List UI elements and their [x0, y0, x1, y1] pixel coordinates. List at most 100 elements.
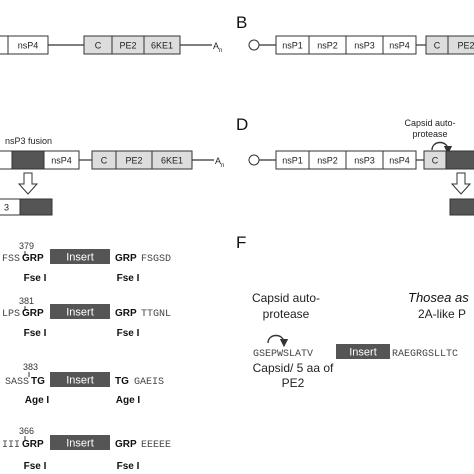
box-label-nsp2: nsP2	[317, 41, 338, 51]
genome-box-insert	[11, 150, 45, 170]
panel-b: B nsP1 nsP2 nsP3 nsP4 C PE2	[236, 13, 474, 55]
insert-box	[50, 372, 110, 387]
box-label-nsp3: nsP3	[354, 156, 375, 166]
insert-label: Insert	[66, 252, 94, 264]
insert-label: Insert	[349, 347, 377, 359]
capsid-sequence: GSEPWSLATV	[253, 349, 313, 360]
capsid-autoprotease-title-1: Capsid auto-	[252, 291, 320, 305]
restriction-site-right: Fse I	[117, 461, 140, 472]
insertion-row: 379 FSS GRP Insert GRP FSGSD Fse I Fse I	[2, 241, 171, 284]
insertion-row: 366 III GRP Insert GRP EEEEE Fse I Fse I	[2, 426, 171, 472]
cap-circle	[248, 39, 260, 51]
insert-label: Insert	[66, 375, 94, 387]
right-site-residues: GRP	[115, 308, 137, 319]
left-site-residues: GRP	[22, 439, 44, 450]
capsid-note-2: PE2	[282, 376, 305, 390]
box-label-nsp4: nsP4	[389, 156, 410, 166]
position-number: 379	[19, 241, 34, 251]
product-box-insert	[449, 198, 474, 216]
nsp3-fusion-label: nsP3 fusion	[5, 136, 52, 146]
left-sequence: LPS	[2, 309, 20, 320]
down-arrow-icon	[17, 172, 39, 195]
restriction-site-left: Fse I	[24, 461, 47, 472]
restriction-site-right: Fse I	[117, 273, 140, 284]
box-label-nsp1: nsP1	[282, 156, 303, 166]
restriction-site-left: Fse I	[24, 273, 47, 284]
cap-circle	[248, 154, 260, 166]
right-site-residues: GRP	[115, 439, 137, 450]
left-sequence: FSS	[2, 254, 20, 265]
capsid-autoprotease-label-2: protease	[412, 129, 447, 139]
product-box-label: 3	[4, 203, 9, 213]
panel-letter-d: D	[236, 115, 248, 134]
polya-subscript: n	[219, 48, 222, 54]
panel-f: F Capsid auto- protease Thosea as 2A-lik…	[236, 233, 469, 390]
box-label-nsp4: nsP4	[389, 41, 410, 51]
box-label-nsp4: nsP4	[51, 156, 72, 166]
insertion-row: 383 SASS TG Insert TG GAEIS Age I Age I	[5, 362, 164, 406]
capsid-note-1: Capsid/ 5 aa of	[253, 361, 334, 375]
thosea-title: Thosea as	[408, 290, 469, 305]
insert-label: Insert	[66, 438, 94, 450]
box-label-pe2: PE2	[125, 156, 142, 166]
box-label-nsp3: nsP3	[354, 41, 375, 51]
polya-label: A	[215, 156, 221, 166]
right-sequence: FSGSD	[141, 254, 171, 265]
product-box-cropped	[0, 198, 21, 216]
insert-box	[50, 304, 110, 319]
polya-subscript: n	[221, 163, 224, 169]
panel-letter-b: B	[236, 13, 247, 32]
cleavage-arrow-icon	[431, 141, 453, 155]
panel-letter-f: F	[236, 233, 246, 252]
capsid-autoprotease-title-2: protease	[263, 307, 310, 321]
restriction-site-right: Fse I	[117, 328, 140, 339]
position-number: 381	[19, 296, 34, 306]
box-label-capsid: C	[95, 41, 102, 51]
capsid-autoprotease-label-1: Capsid auto-	[404, 118, 455, 128]
position-number: 383	[23, 362, 38, 372]
box-label-6ke1: 6KE1	[161, 156, 183, 166]
down-arrow-icon	[450, 172, 472, 195]
insert-label: Insert	[66, 307, 94, 319]
box-label-nsp2: nsP2	[317, 156, 338, 166]
2a-sequence: RAEGRGSLLTC	[392, 349, 458, 360]
cleavage-arrow-icon	[267, 334, 289, 348]
restriction-site-right: Age I	[116, 395, 141, 406]
box-label-capsid: C	[432, 156, 439, 166]
insert-box	[336, 344, 390, 359]
position-number: 366	[19, 426, 34, 436]
restriction-site-left: Fse I	[24, 328, 47, 339]
right-sequence: TTGNL	[141, 309, 171, 320]
box-label-pe2: PE2	[119, 41, 136, 51]
panel-a: nsP4 C PE2 6KE1 A n	[0, 35, 222, 55]
left-site-residues: GRP	[22, 308, 44, 319]
box-label-capsid: C	[434, 41, 441, 51]
box-label-nsp4: nsP4	[18, 41, 39, 51]
insertion-row: 381 LPS GRP Insert GRP TTGNL Fse I Fse I	[2, 296, 171, 339]
panel-e: 379 FSS GRP Insert GRP FSGSD Fse I Fse I…	[2, 241, 171, 472]
right-sequence: GAEIS	[134, 377, 164, 388]
genome-box-pe2	[447, 35, 474, 55]
genome-box-cropped	[0, 35, 9, 55]
insert-box	[50, 435, 110, 450]
panel-d: D Capsid auto- protease nsP1 nsP2 nsP3 n…	[236, 115, 474, 216]
left-sequence: III	[2, 440, 20, 451]
restriction-site-left: Age I	[25, 395, 50, 406]
genome-box-insert	[445, 150, 474, 170]
panel-c: nsP3 fusion nsP4 C PE2 6KE1 A n 3	[0, 136, 224, 216]
insert-box	[50, 249, 110, 264]
left-sequence: SASS	[5, 377, 29, 388]
genome-box-cropped	[0, 150, 13, 170]
right-site-residues: TG	[115, 376, 129, 387]
box-label-capsid: C	[101, 156, 108, 166]
polya-label: A	[213, 41, 219, 51]
right-sequence: EEEEE	[141, 440, 171, 451]
box-label-nsp1: nsP1	[282, 41, 303, 51]
box-label-6ke1: 6KE1	[151, 41, 173, 51]
box-label-pe2: PE2	[457, 41, 474, 51]
left-site-residues: GRP	[22, 253, 44, 264]
thosea-subtitle: 2A-like P	[418, 307, 466, 321]
left-site-residues: TG	[31, 376, 45, 387]
product-box-insert	[19, 198, 53, 216]
